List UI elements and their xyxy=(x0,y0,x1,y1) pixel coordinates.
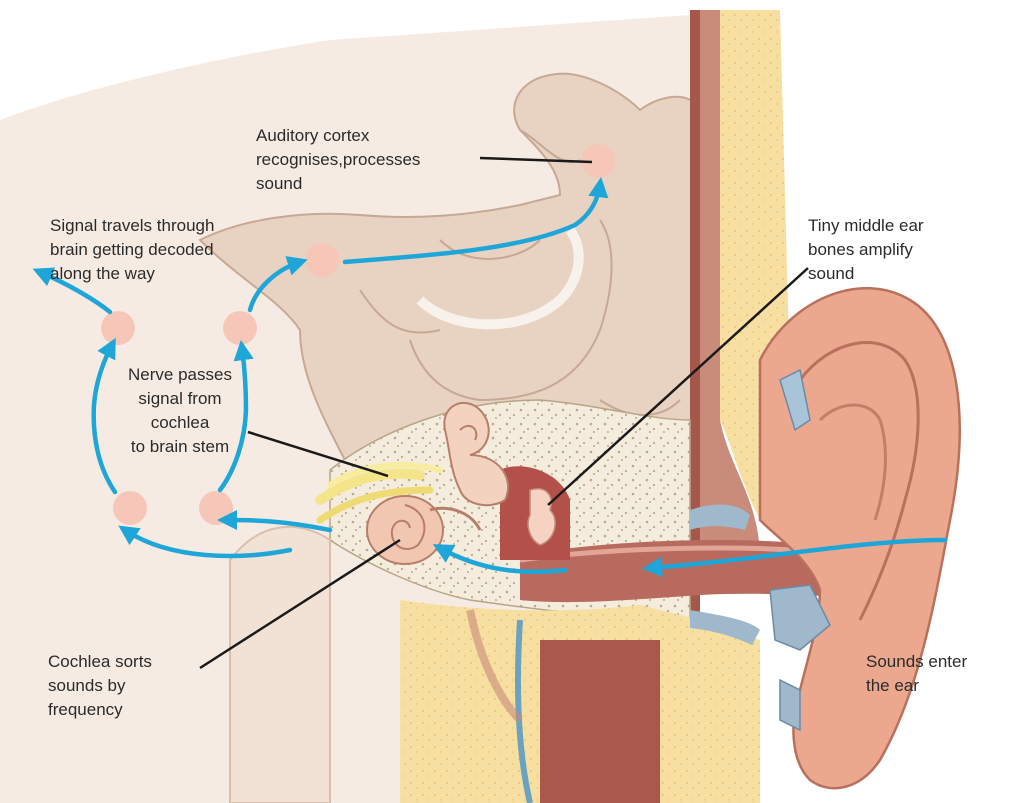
label-cochlea-sorts: Cochlea sorts sounds by frequency xyxy=(48,652,152,719)
arrow-to-brain-upper xyxy=(247,256,308,313)
signal-nodes xyxy=(101,144,615,525)
inner-ear xyxy=(366,401,510,565)
outer-ear xyxy=(690,286,961,790)
label-auditory-cortex: Auditory cortex recognises,processes sou… xyxy=(256,126,421,193)
arrow-to-cochlea xyxy=(432,544,568,575)
leader-nerve xyxy=(247,430,389,478)
node-auditory-cortex xyxy=(581,144,615,178)
skull xyxy=(690,10,820,620)
lower-tissue xyxy=(400,600,760,803)
label-middle-ear-bones: Tiny middle ear bones amplify sound xyxy=(808,216,924,283)
neck xyxy=(229,525,331,803)
signal-arrows xyxy=(32,176,948,578)
leader-lines xyxy=(199,156,809,670)
label-signal-travels: Signal travels through brain getting dec… xyxy=(50,216,215,283)
leader-auditory-cortex xyxy=(479,156,593,164)
node-brain-upper xyxy=(305,243,339,277)
node-left-lower xyxy=(113,491,147,525)
arrow-to-left-lower xyxy=(118,525,293,559)
arrow-out-left xyxy=(32,267,113,315)
label-nerve-passes: Nerve passes signal from cochlea to brai… xyxy=(128,365,232,456)
arrow-to-mid-lower xyxy=(216,509,333,533)
ossicle-bones xyxy=(527,488,556,546)
cochlea xyxy=(366,495,444,565)
leader-cochlea xyxy=(199,538,401,670)
node-mid-upper xyxy=(223,311,257,345)
middle-ear xyxy=(500,466,570,560)
auditory-nerve xyxy=(315,462,443,524)
arrow-into-ear xyxy=(641,537,948,578)
label-sounds-enter: Sounds enter the ear xyxy=(866,652,968,695)
arrow-to-cortex xyxy=(342,176,609,265)
leader-middle-ear xyxy=(547,267,809,506)
node-left-upper xyxy=(101,311,135,345)
arrow-mid-up xyxy=(217,339,254,493)
arrow-left-up xyxy=(91,337,118,495)
